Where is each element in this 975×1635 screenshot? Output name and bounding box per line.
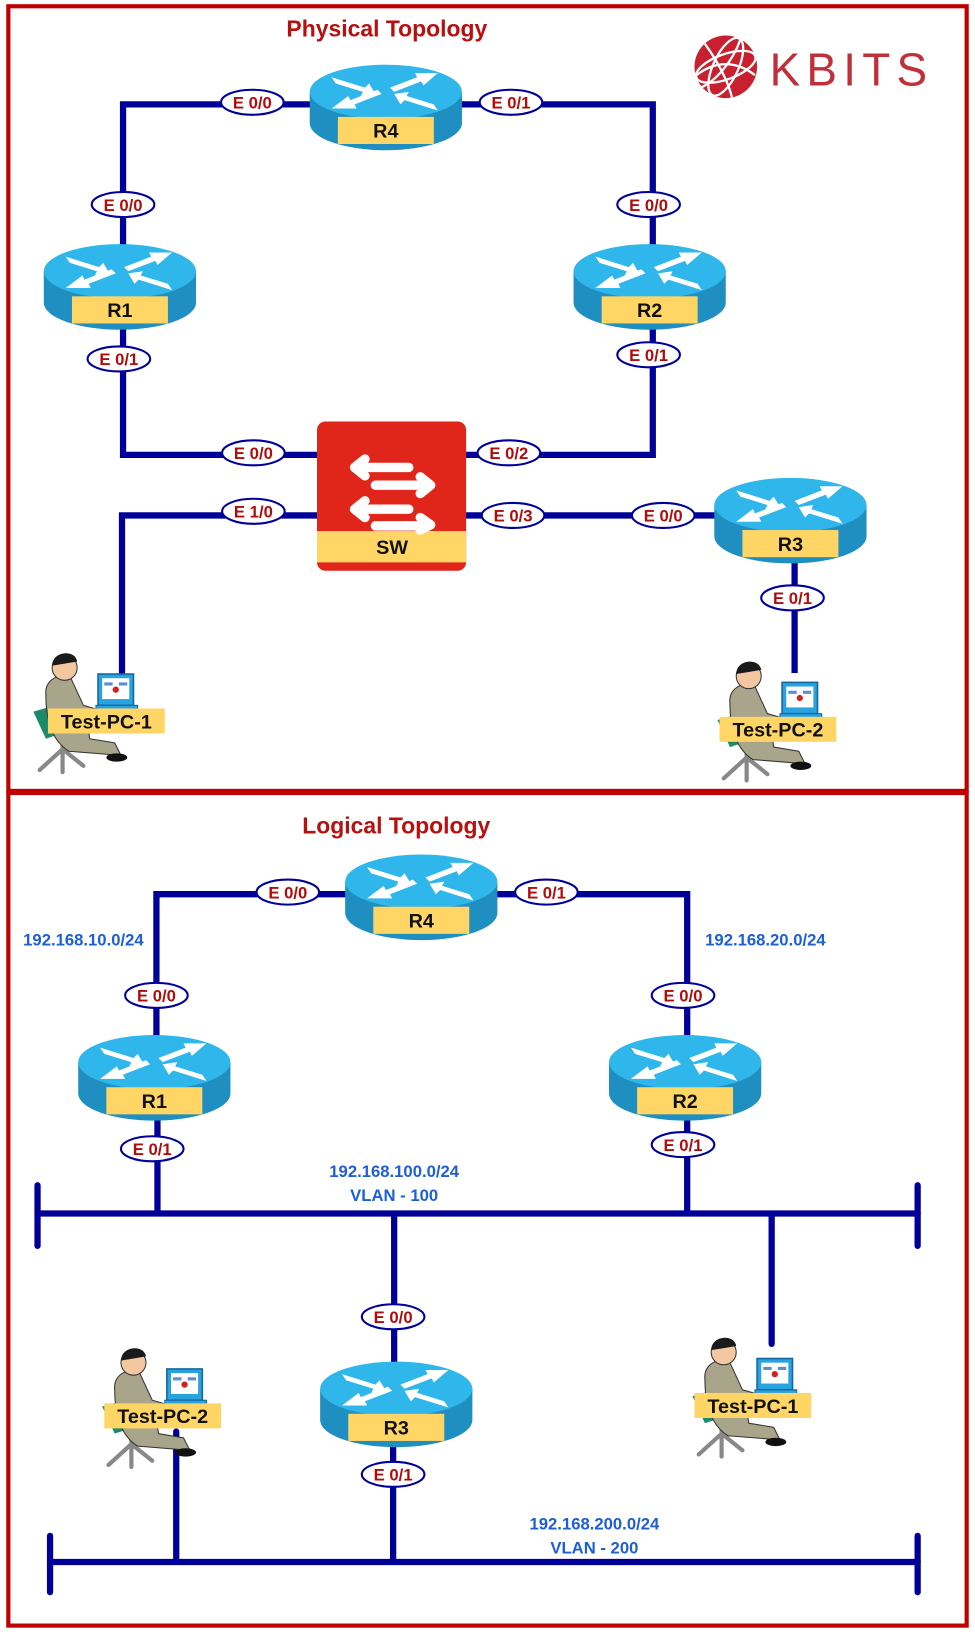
port-label: E 0/1 (133, 1140, 172, 1159)
switch-sw[interactable]: SW (317, 421, 467, 571)
port-sw-e00: E 0/0 (221, 439, 286, 467)
port-label: E 0/1 (99, 350, 138, 369)
pc-test-pc-2[interactable]: Test-PC-2 (102, 1348, 222, 1467)
port-label: E 0/0 (664, 987, 703, 1006)
port-r1-e00: E 0/0 (124, 981, 189, 1009)
physical-title: Physical Topology (286, 16, 487, 42)
physical-links (118, 101, 798, 687)
router-r4[interactable]: R4 (345, 854, 498, 941)
port-label: E 0/3 (494, 507, 533, 526)
router-r1[interactable]: R1 (78, 1035, 231, 1121)
link-pc1-sw (118, 512, 396, 687)
router-label: R1 (107, 300, 132, 322)
router-label: R4 (373, 121, 398, 143)
router-label: R1 (142, 1091, 167, 1113)
port-label: E 0/0 (233, 94, 272, 113)
pc-label: Test-PC-2 (117, 1406, 208, 1428)
port-sw-e03: E 0/3 (480, 501, 546, 530)
vlan-label-200: VLAN - 200 (550, 1539, 638, 1558)
port-r4-e01: E 0/1 (478, 88, 544, 116)
port-label: E 0/0 (234, 444, 273, 463)
port-label: E 0/0 (104, 196, 143, 215)
switch-label: SW (376, 537, 408, 559)
port-label: E 0/2 (489, 444, 528, 463)
switch-arrows-icon (349, 454, 436, 535)
port-sw-e02: E 0/2 (476, 439, 542, 467)
port-r1-e01: E 0/1 (119, 1135, 185, 1163)
port-r3-e00: E 0/0 (360, 1303, 426, 1331)
port-r3-e01: E 0/1 (360, 1460, 426, 1488)
router-r4[interactable]: R4 (309, 64, 462, 151)
port-label: E 1/0 (234, 503, 273, 522)
logical-links (34, 891, 921, 1596)
link-r1-r4 (153, 891, 426, 1073)
port-r2-e00: E 0/0 (650, 981, 716, 1009)
port-label: E 0/1 (374, 1466, 413, 1485)
pc-label: Test-PC-1 (61, 711, 152, 733)
router-label: R3 (384, 1418, 409, 1440)
port-r4-e00: E 0/0 (220, 88, 285, 116)
port-r2-e01: E 0/1 (616, 341, 681, 369)
port-r2-e01: E 0/1 (650, 1131, 716, 1159)
link-r1-r4 (119, 101, 389, 280)
logical-title: Logical Topology (302, 813, 490, 839)
port-label: E 0/0 (268, 883, 307, 902)
port-label: E 0/1 (527, 883, 566, 902)
globe-icon (694, 35, 758, 99)
port-r4-e01: E 0/1 (514, 878, 579, 906)
port-label: E 0/0 (374, 1308, 413, 1327)
port-r1-e01: E 0/1 (86, 345, 152, 373)
link-r4-r2 (419, 891, 691, 1073)
network-label-200: 192.168.200.0/24 (530, 1515, 660, 1534)
port-label: E 0/1 (773, 589, 812, 608)
port-r4-e00: E 0/0 (255, 878, 321, 906)
logical-frame (6, 790, 969, 1628)
pc-test-pc-1[interactable]: Test-PC-1 (692, 1338, 812, 1457)
port-r3-e01: E 0/1 (760, 584, 825, 612)
port-sw-e10: E 1/0 (221, 497, 286, 525)
router-r3[interactable]: R3 (320, 1361, 473, 1448)
port-label: E 0/1 (491, 94, 530, 113)
port-r2-e00: E 0/0 (616, 190, 681, 219)
pc-label: Test-PC-2 (732, 720, 823, 742)
router-label: R3 (778, 534, 803, 556)
router-r2[interactable]: R2 (608, 1035, 762, 1121)
port-r3-e00: E 0/0 (630, 501, 696, 530)
port-label: E 0/0 (137, 987, 176, 1006)
pc-test-pc-2[interactable]: Test-PC-2 (717, 662, 837, 781)
network-label-10: 192.168.10.0/24 (23, 930, 144, 949)
network-label-100: 192.168.100.0/24 (329, 1162, 459, 1181)
router-label: R4 (409, 911, 434, 933)
router-r3[interactable]: R3 (714, 477, 867, 564)
physical-frame (6, 4, 969, 793)
network-label-20: 192.168.20.0/24 (705, 930, 826, 949)
router-label: R2 (637, 300, 662, 322)
port-label: E 0/1 (664, 1136, 703, 1155)
router-r2[interactable]: R2 (573, 244, 726, 330)
router-label: R2 (672, 1091, 697, 1113)
port-label: E 0/0 (644, 507, 683, 526)
link-r4-r2 (382, 101, 656, 280)
vlan-label-100: VLAN - 100 (350, 1186, 438, 1205)
port-label: E 0/0 (629, 196, 668, 215)
port-label: E 0/1 (629, 346, 668, 365)
pc-label: Test-PC-1 (707, 1396, 798, 1418)
pc-test-pc-1[interactable]: Test-PC-1 (33, 653, 165, 772)
logo-text: KBITS (770, 44, 934, 96)
router-r1[interactable]: R1 (43, 244, 197, 330)
kbits-logo: KBITS (694, 35, 934, 99)
port-r1-e00: E 0/0 (90, 190, 156, 219)
